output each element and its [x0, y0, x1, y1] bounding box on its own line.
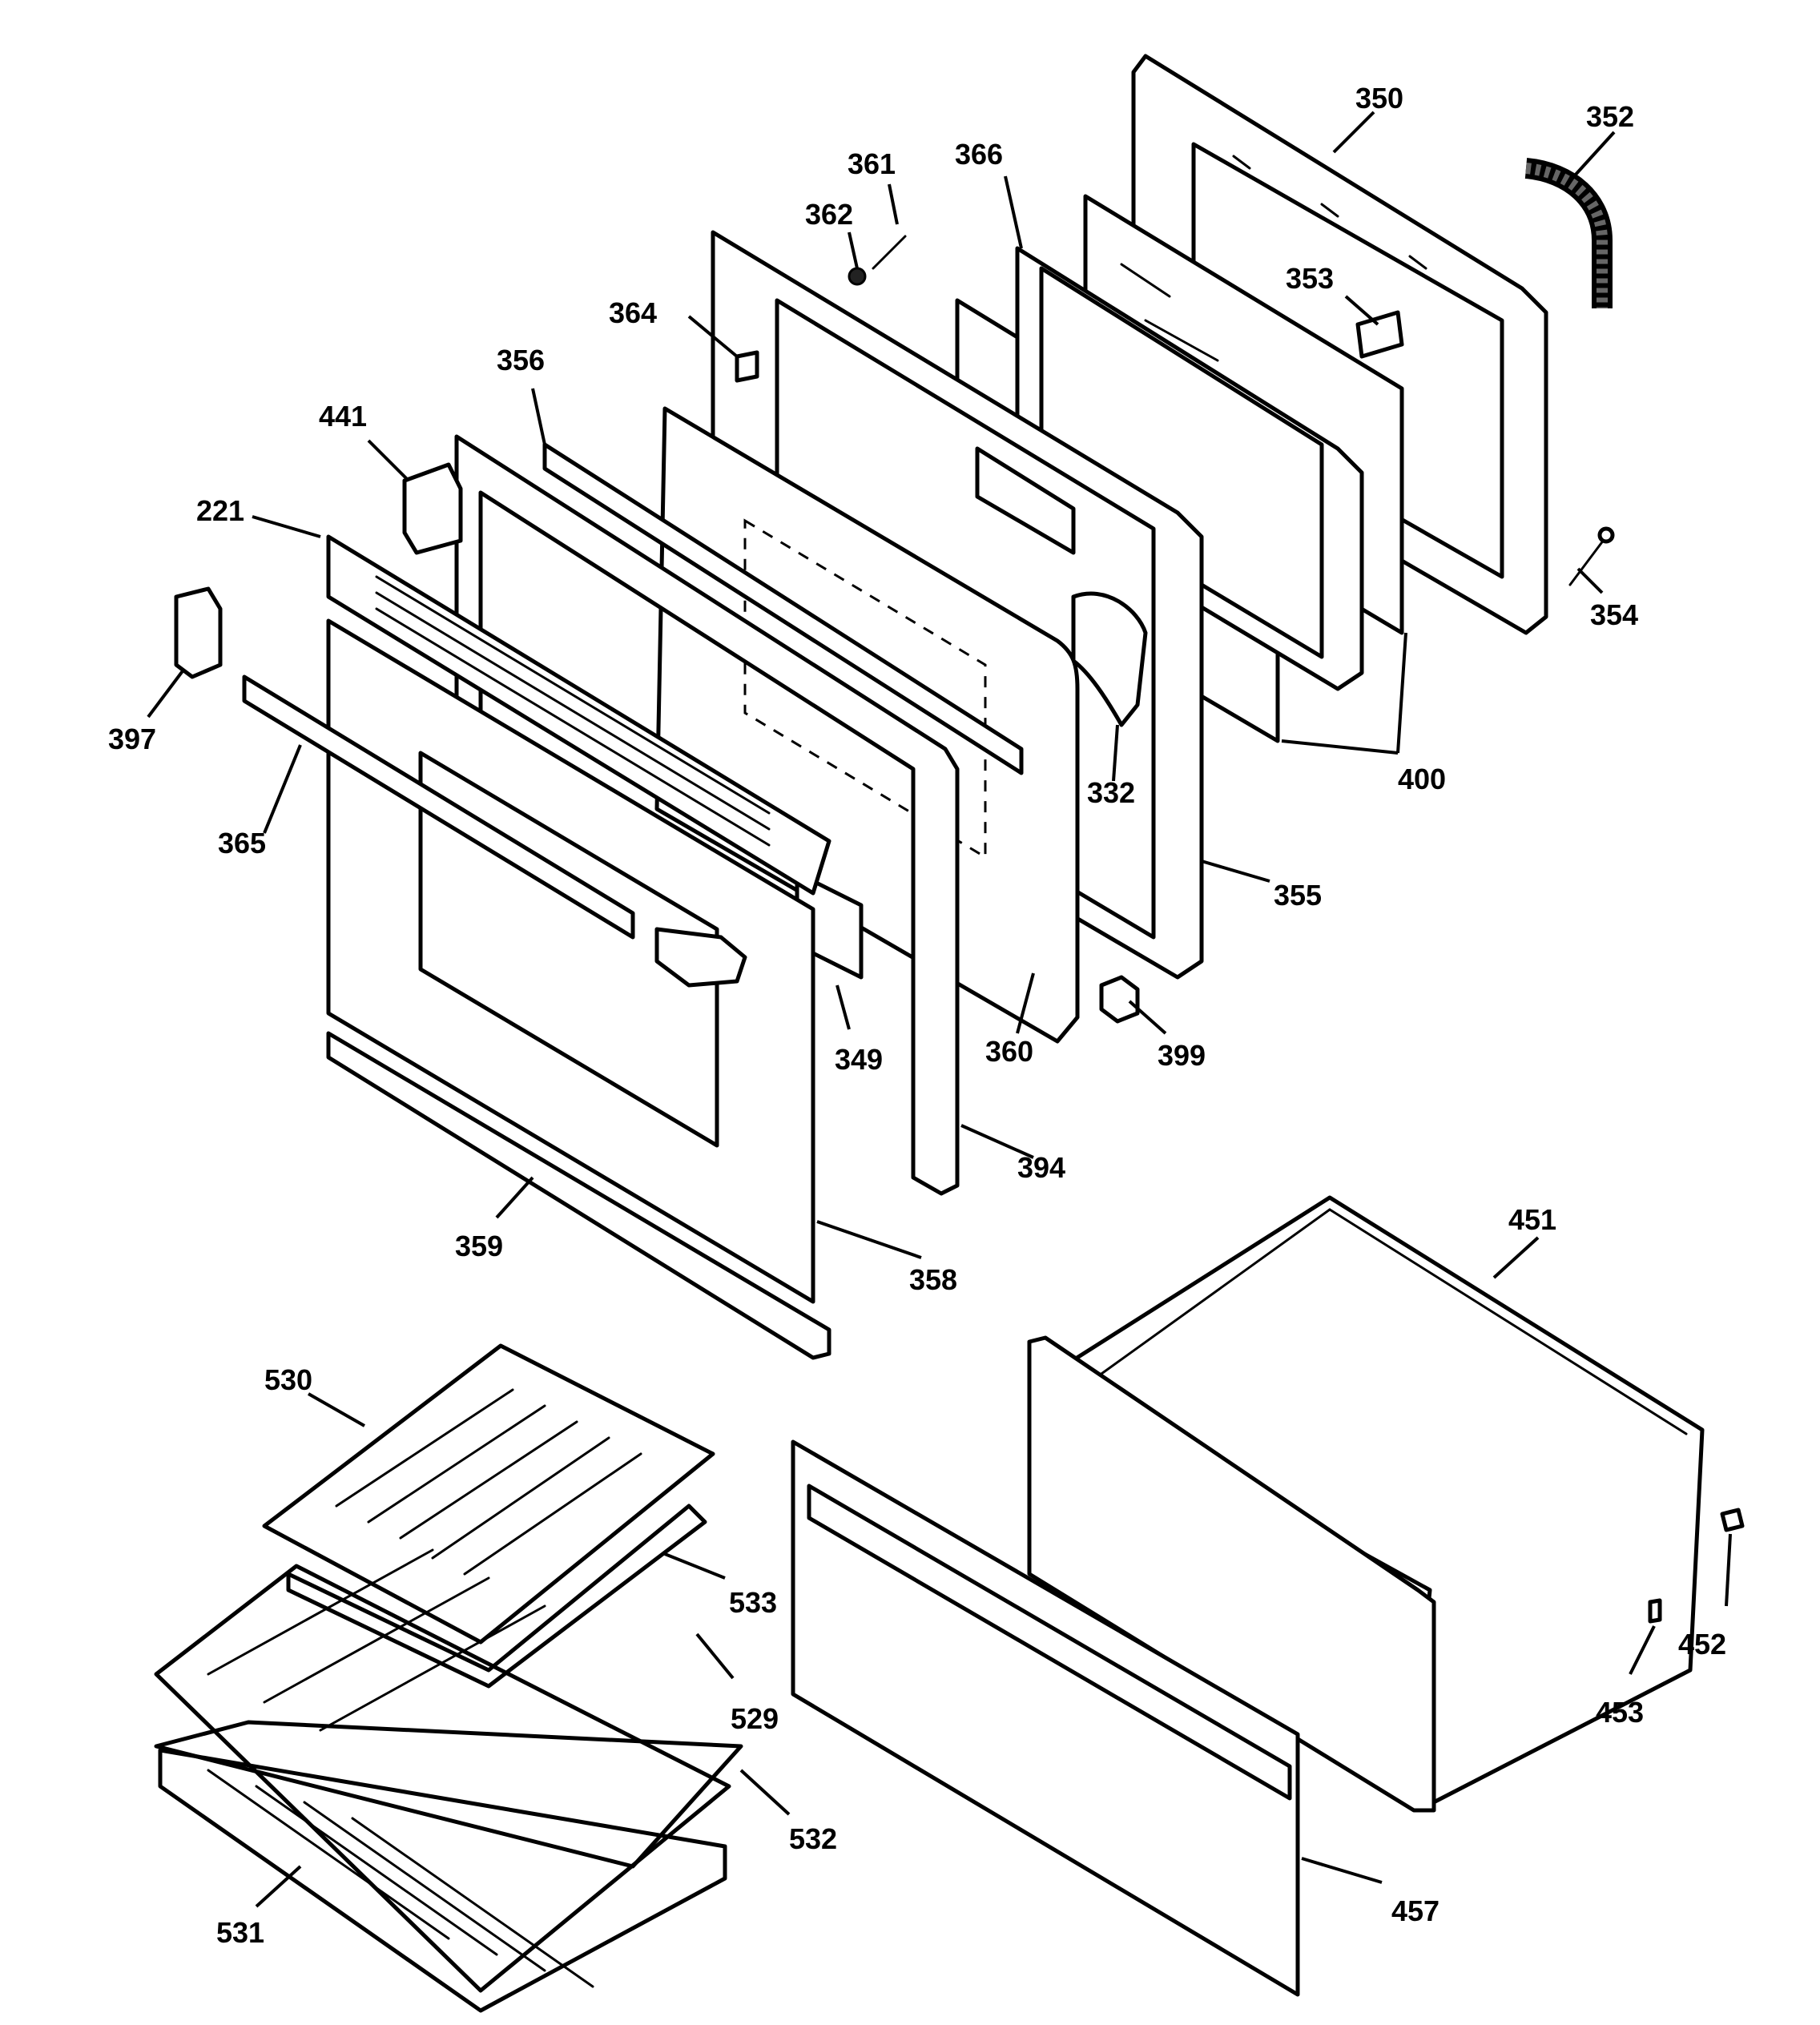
callout-361: 361	[848, 147, 896, 180]
part-352-gasket	[1524, 158, 1613, 308]
callout-399: 399	[1158, 1039, 1206, 1072]
callout-356: 356	[497, 344, 545, 376]
leader-lines	[147, 111, 1732, 1908]
part-drawer-side-panel	[1027, 1335, 1436, 1813]
part-356-top-trim	[542, 442, 1024, 775]
callout-332: 332	[1087, 776, 1135, 809]
callout-221: 221	[196, 494, 244, 527]
callout-530: 530	[264, 1363, 312, 1396]
callout-353: 353	[1286, 262, 1334, 295]
part-532-rack	[154, 1720, 743, 1869]
callout-labels: 350 352 361 362 366 353 364 356 441 221 …	[108, 82, 1726, 1949]
part-531-rack	[158, 1748, 727, 2013]
part-handle-end-cap	[654, 927, 747, 988]
callout-529: 529	[731, 1702, 779, 1735]
part-332-insulation	[1071, 591, 1148, 727]
callout-350: 350	[1355, 82, 1403, 115]
callout-452: 452	[1678, 1628, 1726, 1661]
callout-441: 441	[319, 400, 367, 433]
callout-362: 362	[805, 198, 853, 231]
callout-531: 531	[216, 1916, 264, 1949]
part-529-rack	[154, 1548, 731, 1993]
part-354-screw	[1568, 535, 1608, 586]
callout-365: 365	[218, 827, 266, 860]
callout-453: 453	[1596, 1696, 1644, 1729]
part-353-clip	[1355, 310, 1404, 359]
part-452-clip	[1720, 1508, 1745, 1532]
callout-366: 366	[955, 138, 1003, 171]
callout-360: 360	[985, 1035, 1033, 1068]
part-457-drawer-front	[791, 1439, 1300, 1997]
callout-355: 355	[1274, 879, 1322, 912]
part-221-vent-panel	[326, 534, 831, 896]
callout-358: 358	[909, 1263, 957, 1296]
part-397-bracket	[174, 586, 223, 679]
part-358-outer-door	[326, 618, 815, 1304]
callout-354: 354	[1590, 598, 1638, 631]
part-364-pin	[735, 350, 759, 383]
callout-533: 533	[729, 1586, 777, 1619]
part-362-nut	[848, 267, 867, 286]
part-441-hinge-bracket	[402, 462, 463, 555]
callout-532: 532	[789, 1822, 837, 1855]
callout-394: 394	[1017, 1151, 1065, 1184]
callout-400: 400	[1398, 763, 1446, 795]
callout-451: 451	[1508, 1203, 1556, 1236]
callout-352: 352	[1586, 100, 1634, 133]
callout-364: 364	[609, 296, 657, 329]
part-354-screw-head	[1597, 526, 1615, 544]
callout-397: 397	[108, 723, 156, 755]
part-361-screw	[872, 235, 907, 270]
part-365-handle	[242, 674, 635, 940]
part-350-door-frame	[1131, 54, 1548, 635]
part-399-plug	[1099, 975, 1140, 1024]
callout-457: 457	[1391, 1894, 1439, 1927]
part-359-bottom-trim	[326, 1031, 831, 1360]
callout-349: 349	[835, 1043, 883, 1076]
part-453-pin	[1648, 1598, 1662, 1624]
callout-359: 359	[455, 1230, 503, 1262]
